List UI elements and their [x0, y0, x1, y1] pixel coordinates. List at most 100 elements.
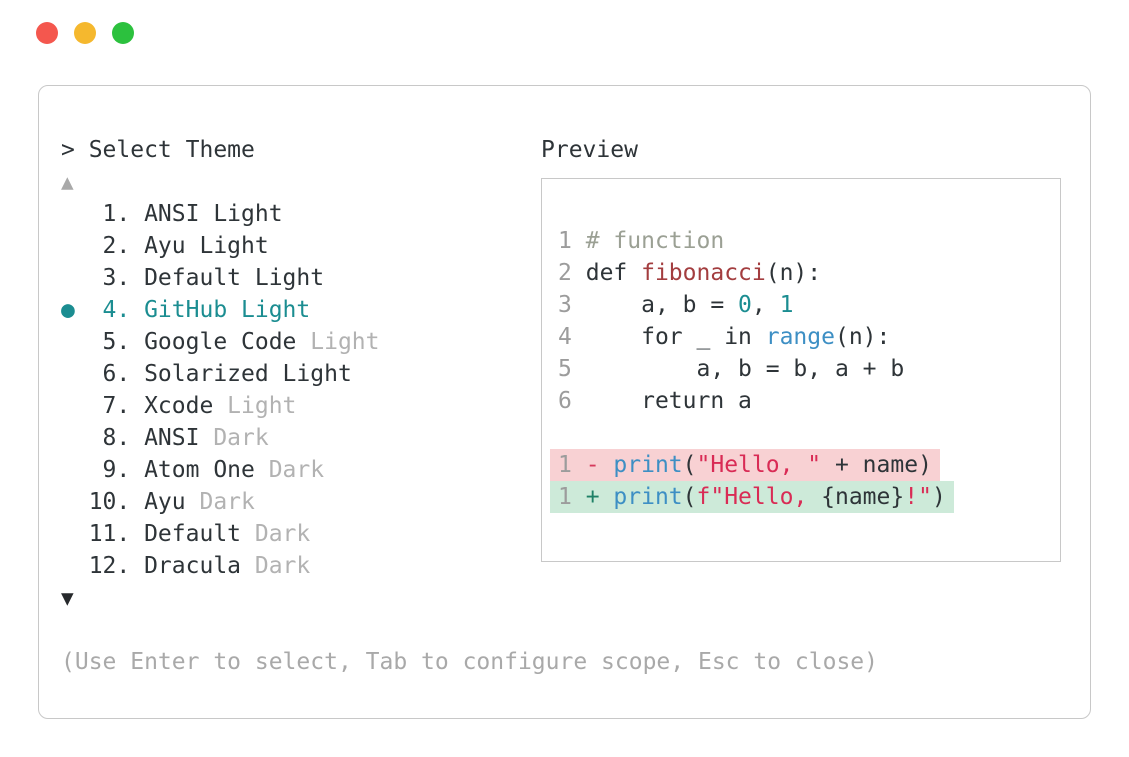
theme-option-variant: Dark [268, 457, 325, 483]
token-builtin: range [765, 324, 835, 350]
code-line-5: 5 a, b = b, a + b [558, 353, 1044, 385]
gutter-spacer [61, 454, 89, 486]
theme-option-ansi[interactable]: 8. ANSI Dark [61, 422, 541, 454]
theme-option-default[interactable]: 11. Default Dark [61, 518, 541, 550]
theme-option-ayu-light[interactable]: 2. Ayu Light [61, 230, 541, 262]
theme-option-google-code[interactable]: 5. Google Code Light [61, 326, 541, 358]
close-button[interactable] [36, 22, 58, 44]
token-builtin: print [613, 452, 683, 478]
theme-option-name: Xcode [144, 393, 214, 419]
zoom-button[interactable] [112, 22, 134, 44]
minimize-button[interactable] [74, 22, 96, 44]
token-number: 0 [738, 292, 752, 318]
token-comment: # function [585, 228, 725, 254]
theme-option-name: Default Light [144, 265, 325, 291]
line-number: 2 [558, 260, 572, 286]
theme-option-variant: Light [310, 329, 380, 355]
gutter-spacer [61, 550, 89, 582]
token-string: f"Hello, [696, 484, 822, 510]
gutter-spacer [61, 358, 89, 390]
line-number: 6 [558, 388, 572, 414]
gutter-spacer [61, 198, 89, 230]
token-string: "Hello, " [696, 452, 822, 478]
traffic-lights [36, 22, 134, 44]
token-text: ( [682, 484, 697, 510]
theme-option-number: 11. [88, 521, 145, 547]
token-text: ( [682, 452, 697, 478]
theme-option-name: Default [144, 521, 242, 547]
theme-option-name: ANSI [144, 425, 200, 451]
theme-option-number: 8. [88, 425, 145, 451]
theme-option-name: Ayu Light [144, 233, 269, 259]
gutter-spacer [61, 486, 89, 518]
token-text: for _ in [585, 324, 766, 350]
theme-option-number: 1. [88, 201, 145, 227]
gutter-spacer [61, 422, 89, 454]
token-string: !" [904, 484, 932, 510]
theme-list-column: > Select Theme ▲ 1. ANSI Light 2. Ayu Li… [61, 134, 541, 614]
token-text: (n): [765, 260, 822, 286]
code-line-6: 6 return a [558, 385, 1044, 417]
preview-title: Preview [541, 137, 638, 163]
token-text: return a [585, 388, 752, 414]
token-text: {name} [821, 484, 905, 510]
code-line-blank [558, 417, 1044, 449]
select-theme-prompt: > Select Theme [61, 137, 255, 163]
theme-option-dracula[interactable]: 12. Dracula Dark [61, 550, 541, 582]
scroll-down[interactable]: ▼ [61, 582, 541, 614]
theme-option-name: Dracula [144, 553, 242, 579]
diff-removed-sign: - [571, 452, 614, 478]
line-number: 4 [558, 324, 572, 350]
code-line-2: 2 def fibonacci(n): [558, 257, 1044, 289]
theme-option-name: ANSI Light [144, 201, 283, 227]
gutter-spacer [61, 230, 89, 262]
theme-option-github-light[interactable]: ● 4. GitHub Light [61, 294, 541, 326]
theme-option-variant: Dark [213, 425, 269, 451]
token-text: + name) [821, 452, 932, 478]
line-number: 1 [558, 484, 572, 510]
selected-bullet-icon: ● [61, 297, 75, 323]
theme-option-name: Solarized Light [144, 361, 352, 387]
theme-option-solarized-light[interactable]: 6. Solarized Light [61, 358, 541, 390]
theme-option-number: 9. [88, 457, 145, 483]
theme-option-number: 5. [88, 329, 145, 355]
theme-list: 1. ANSI Light 2. Ayu Light 3. Default Li… [61, 198, 541, 582]
token-funcname: fibonacci [641, 260, 766, 286]
theme-option-number: 7. [88, 393, 145, 419]
theme-option-number: 3. [88, 265, 145, 291]
diff-line-removed: 1 - print("Hello, " + name) [550, 449, 940, 481]
line-number: 5 [558, 356, 572, 382]
token-number: 1 [779, 292, 794, 318]
diff-line-added: 1 + print(f"Hello, {name}!") [550, 481, 954, 513]
theme-option-variant: Dark [254, 521, 311, 547]
token-text: a, b = [585, 292, 739, 318]
scroll-up-icon: ▲ [61, 170, 74, 194]
line-number: 1 [558, 452, 572, 478]
gutter-spacer [61, 390, 89, 422]
theme-option-variant: Dark [199, 489, 255, 515]
theme-option-number: 2. [88, 233, 145, 259]
theme-option-name: Ayu [144, 489, 186, 515]
theme-option-name: Atom One [144, 457, 255, 483]
theme-option-number: 12. [88, 553, 145, 579]
theme-option-ansi-light[interactable]: 1. ANSI Light [61, 198, 541, 230]
theme-option-name: GitHub Light [144, 297, 311, 323]
scroll-down-icon: ▼ [61, 586, 74, 610]
code-line-3: 3 a, b = 0, 1 [558, 289, 1044, 321]
line-number: 3 [558, 292, 572, 318]
gutter-spacer [61, 326, 89, 358]
gutter-spacer [61, 518, 89, 550]
theme-picker-window: > Select Theme ▲ 1. ANSI Light 2. Ayu Li… [38, 85, 1091, 719]
theme-option-name: Google Code [144, 329, 297, 355]
theme-option-default-light[interactable]: 3. Default Light [61, 262, 541, 294]
theme-option-variant: Dark [254, 553, 311, 579]
code-line-1: 1 # function [558, 225, 1044, 257]
token-text: def [585, 260, 642, 286]
gutter-spacer [61, 262, 89, 294]
scroll-up[interactable]: ▲ [61, 166, 541, 198]
token-text: (n): [834, 324, 891, 350]
theme-option-atom-one[interactable]: 9. Atom One Dark [61, 454, 541, 486]
